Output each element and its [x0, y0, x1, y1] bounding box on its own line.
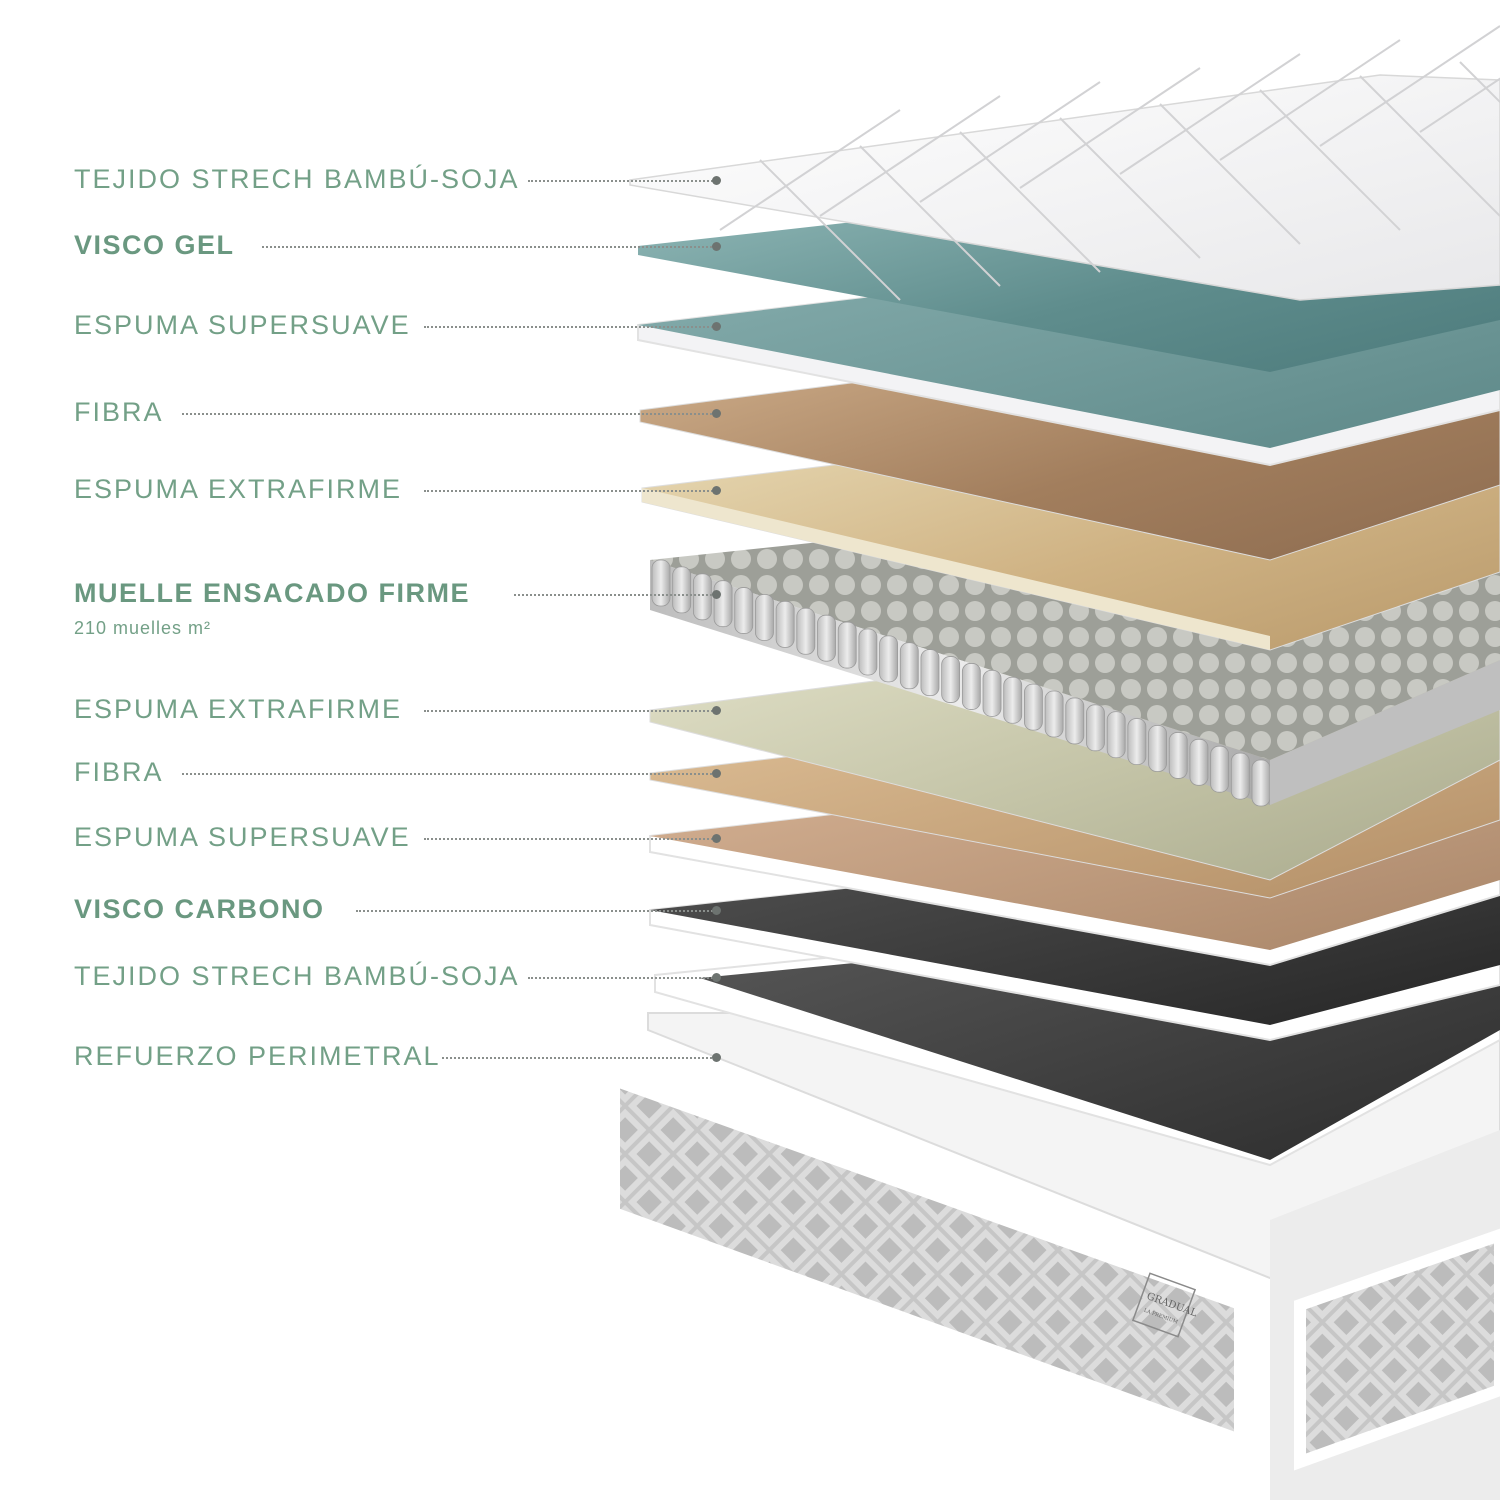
spring-column [1065, 697, 1085, 745]
spring-column [899, 642, 919, 690]
layer-label-l1: TEJIDO STRECH BAMBÚ-SOJA [74, 164, 520, 194]
leader-line-l8 [182, 773, 716, 775]
leader-line-l12 [442, 1057, 716, 1059]
layer-label-l12: REFUERZO PERIMETRAL [74, 1041, 441, 1071]
spring-column [1210, 745, 1230, 793]
spring-column [1251, 759, 1271, 807]
spring-columns [651, 559, 1271, 807]
spring-column [651, 559, 671, 607]
spring-column [692, 573, 712, 621]
layer-sublabel-l6: 210 muelles m² [74, 618, 212, 638]
spring-column [1168, 732, 1188, 779]
frame-side-rail [1294, 1228, 1500, 1471]
layer-label-l10: VISCO CARBONO [74, 894, 325, 924]
layer-top-fabric [629, 25, 1500, 301]
spring-column [1086, 704, 1105, 752]
leader-line-l3 [424, 326, 716, 328]
spring-column [1127, 718, 1147, 766]
leader-dot-l4 [712, 409, 721, 418]
leader-dot-l6 [712, 590, 721, 599]
leader-line-l11 [528, 977, 716, 979]
spring-column [1148, 725, 1167, 772]
spring-column [961, 663, 981, 710]
spring-column [755, 594, 774, 641]
spring-column [858, 628, 878, 676]
layer-label-l5: ESPUMA EXTRAFIRME [74, 474, 403, 504]
spring-column [734, 587, 754, 634]
spring-column [1230, 752, 1250, 800]
layer-label-l2: VISCO GEL [74, 230, 235, 260]
leader-dot-l11 [712, 973, 721, 982]
leader-dot-l8 [712, 769, 721, 778]
spring-column [837, 621, 857, 669]
leader-line-l10 [356, 910, 716, 912]
layer-label-l11: TEJIDO STRECH BAMBÚ-SOJA [74, 961, 520, 991]
leader-dot-l5 [712, 486, 721, 495]
layer-label-l6: MUELLE ENSACADO FIRME [74, 578, 470, 608]
leader-line-l1 [528, 180, 716, 182]
spring-column [1003, 676, 1023, 724]
layer-label-l8: FIBRA [74, 757, 164, 787]
layer-label-l3: ESPUMA SUPERSUAVE [74, 310, 411, 340]
leader-dot-l10 [712, 906, 721, 915]
spring-column [879, 635, 898, 683]
spring-column [672, 566, 692, 614]
leader-dot-l9 [712, 834, 721, 843]
quilt-stitching [719, 25, 1500, 301]
layer-label-l7: ESPUMA EXTRAFIRME [74, 694, 403, 724]
leader-line-l9 [424, 838, 716, 840]
spring-column [775, 600, 795, 648]
spring-column [1024, 683, 1043, 731]
spring-column [920, 649, 940, 697]
leader-line-l2 [262, 246, 716, 248]
spring-column [1106, 711, 1126, 759]
frame-front-rail [608, 1071, 1246, 1449]
spring-column [1044, 690, 1064, 738]
brand-label-box [1131, 1272, 1197, 1338]
layer-label-l4: FIBRA [74, 397, 164, 427]
leader-dot-l12 [712, 1053, 721, 1062]
leader-line-l6 [514, 594, 716, 596]
spring-column [982, 669, 1002, 717]
spring-column [941, 656, 961, 703]
leader-line-l4 [182, 413, 716, 415]
leader-dot-l1 [712, 176, 721, 185]
leader-line-l7 [424, 710, 716, 712]
leader-dot-l3 [712, 322, 721, 331]
leader-line-l5 [424, 490, 716, 492]
spring-column [713, 580, 733, 628]
spring-column [817, 614, 836, 662]
spring-column [1189, 738, 1209, 786]
leader-dot-l7 [712, 706, 721, 715]
spring-column [796, 607, 816, 655]
layer-label-l9: ESPUMA SUPERSUAVE [74, 822, 411, 852]
leader-dot-l2 [712, 242, 721, 251]
